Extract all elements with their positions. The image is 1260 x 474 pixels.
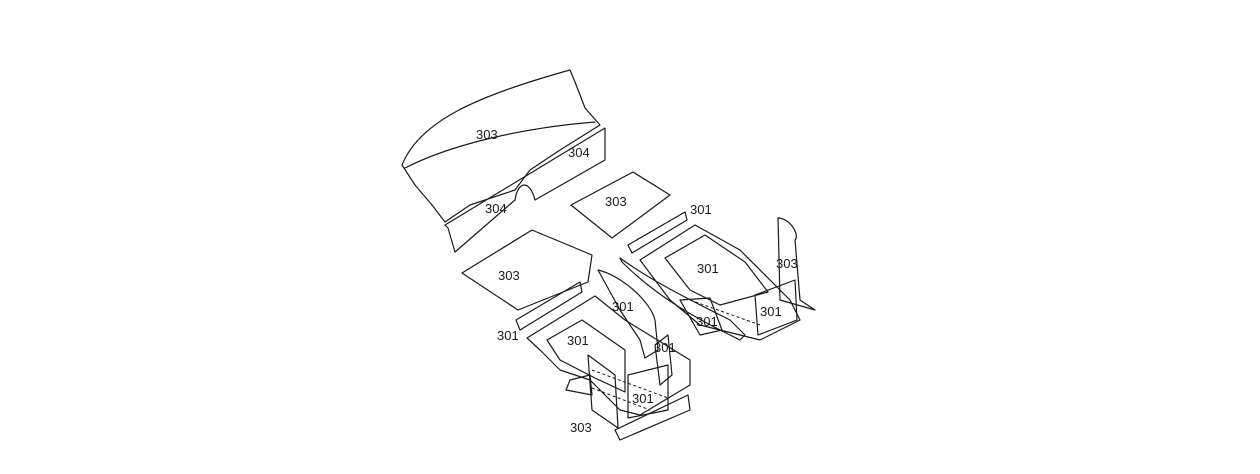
label-floor-front-panel: 303 — [476, 127, 498, 142]
label-left-bracket: 303 — [570, 420, 592, 435]
label-left-rail-side: 301 — [654, 340, 676, 355]
right-floor-pan — [570, 171, 816, 341]
label-left-floor-panel: 303 — [498, 268, 520, 283]
label-right-rail-mid: 301 — [696, 314, 718, 329]
label-left-rail-end: 301 — [632, 391, 654, 406]
label-right-rail-strip: 301 — [690, 202, 712, 217]
label-left-rail-mid: 301 — [567, 333, 589, 348]
label-left-rail-strip: 301 — [497, 328, 519, 343]
label-rear-cross-left: 304 — [485, 201, 507, 216]
label-left-rail-upper: 301 — [612, 299, 634, 314]
rear-floor-panel — [401, 69, 606, 253]
label-rear-cross-right: 304 — [568, 145, 590, 160]
label-right-floor-panel: 303 — [605, 194, 627, 209]
label-right-rail-end: 301 — [760, 304, 782, 319]
label-right-rail-upper: 301 — [697, 261, 719, 276]
label-right-bracket: 303 — [776, 256, 798, 271]
left-floor-pan — [461, 229, 691, 441]
